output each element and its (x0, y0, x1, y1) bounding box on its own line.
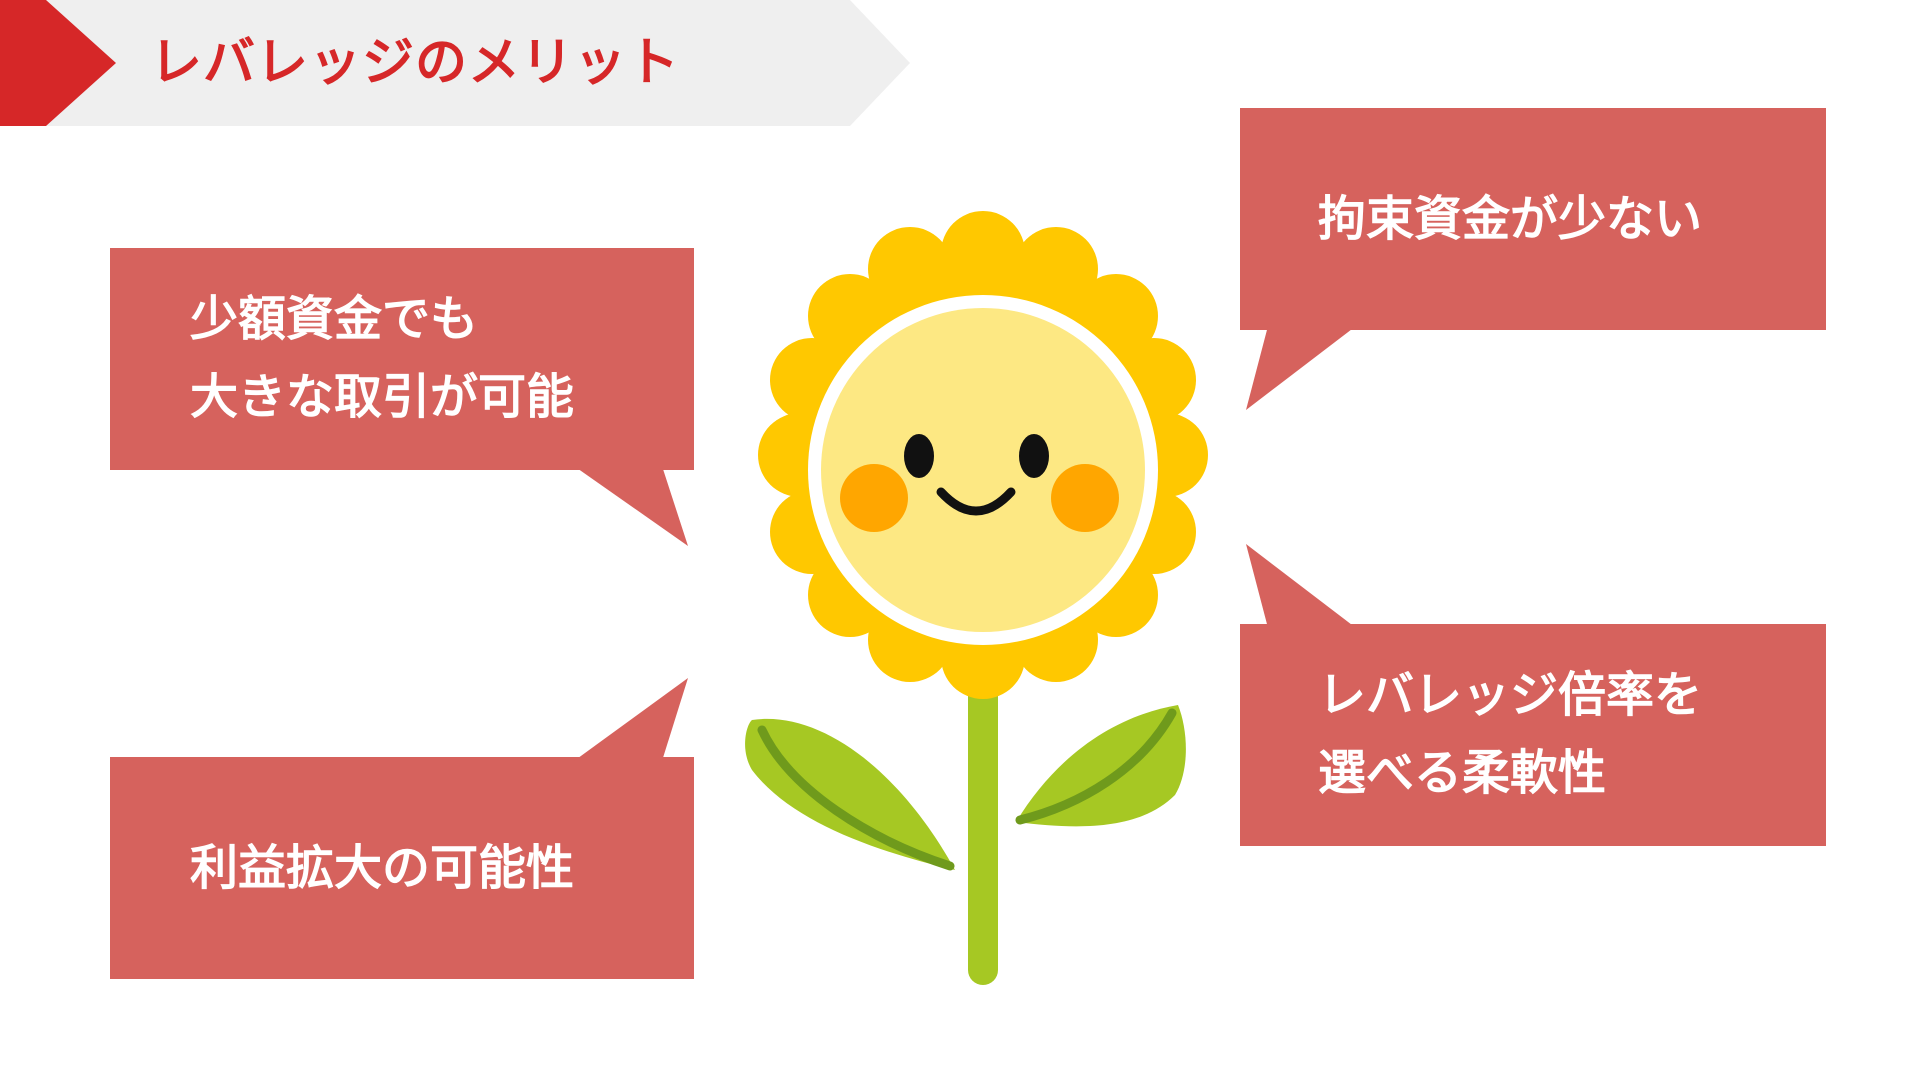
bubble-top-right-line-1: 拘束資金が少ない (1318, 191, 1703, 247)
page-title: レバレッジのメリット (150, 33, 681, 93)
bubble-top-right (1240, 108, 1826, 410)
header-band (0, 0, 910, 126)
bubble-bottom-left (110, 678, 694, 979)
bubble-top-left-line-2: 大きな取引が可能 (190, 369, 575, 425)
bubble-top-right-text: 拘束資金が少ない (1318, 180, 1702, 258)
bubble-top-left (110, 248, 694, 546)
bubble-top-left-line-1: 少額資金でも (190, 291, 479, 347)
bubble-bottom-right (1240, 544, 1826, 846)
bubble-top-left-text: 少額資金でも 大きな取引が可能 (190, 280, 574, 436)
smiling-sunflower-icon (745, 211, 1208, 985)
bubble-bottom-left-text: 利益拡大の可能性 (190, 829, 574, 907)
bubble-bottom-left-line-1: 利益拡大の可能性 (190, 840, 575, 896)
bubble-bottom-right-line-1: レバレッジ倍率を (1318, 667, 1703, 723)
bubble-bottom-right-line-2: 選べる柔軟性 (1318, 745, 1607, 801)
bubble-bottom-right-text: レバレッジ倍率を 選べる柔軟性 (1318, 656, 1702, 812)
